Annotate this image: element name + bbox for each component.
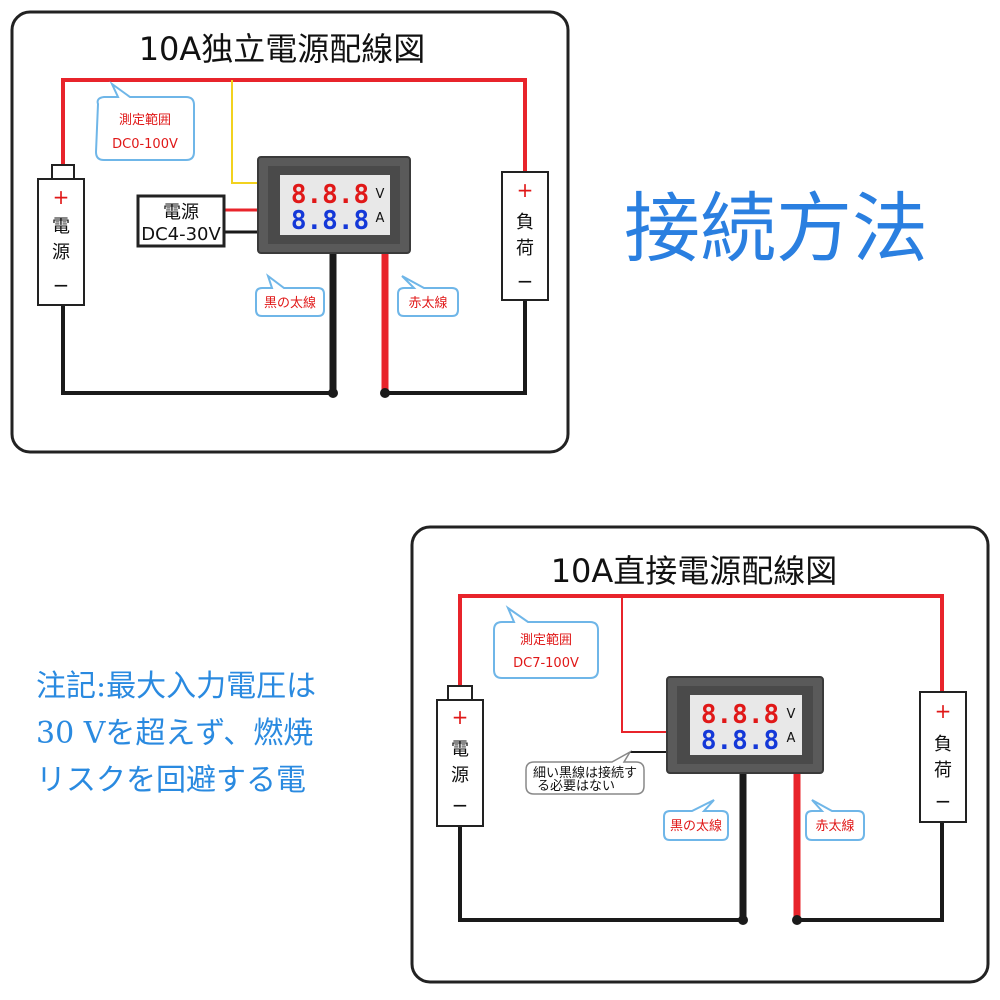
plus-sign: + (517, 178, 534, 202)
range-value: DC0-100V (112, 137, 178, 152)
source-label-1: 電 (451, 739, 469, 760)
load-label-1: 負 (516, 212, 534, 233)
red-wire-bubble: 赤太線 (397, 275, 459, 317)
panel-direct-power: 10A直接電源配線図 + 電 源 − + 負 荷 − (410, 525, 990, 984)
meter-unit-v: V (376, 187, 385, 202)
plus-sign: + (935, 699, 952, 723)
red-wire-label: 赤太線 (815, 818, 854, 834)
caution-note: 注記:最大入力電圧は 30 Vを超えず、燃焼 リスクを回避する電 (36, 669, 316, 798)
panel-independent-power: 10A独立電源配線図 + 電 源 − + 負 荷 − (10, 10, 570, 454)
red-wire-bubble: 赤太線 (805, 799, 865, 841)
minus-sign: − (517, 269, 534, 293)
note-line-2: 30 Vを超えず、燃焼 (36, 716, 313, 751)
range-bubble: 測定範囲 DC7-100V (493, 605, 599, 679)
meter-unit-a: A (787, 731, 796, 746)
black-wire-bubble: 黒の太線 (255, 273, 325, 317)
range-label: 測定範囲 (520, 633, 572, 648)
load-box: + 負 荷 − (501, 171, 549, 301)
power-box-value: DC4-30V (141, 224, 221, 245)
meter-current-display: 8.8.8 (291, 206, 369, 236)
thin-wire-note-line-2: る必要はない (537, 779, 615, 794)
load-label-2: 荷 (516, 238, 534, 259)
load-box: + 負 荷 − (919, 691, 967, 823)
load-label-1: 負 (934, 734, 952, 755)
minus-sign: − (935, 789, 952, 813)
plus-sign: + (53, 185, 70, 209)
main-title: 接続方法 (624, 184, 928, 273)
note-line-1: 注記:最大入力電圧は (36, 669, 316, 704)
meter-unit-v: V (787, 707, 796, 722)
meter-voltage-display: 8.8.8 (291, 180, 369, 210)
source-label-1: 電 (52, 216, 70, 237)
note-line-3: リスクを回避する電 (36, 763, 306, 798)
black-wire-bubble: 黒の太線 (663, 799, 729, 841)
power-box-title: 電源 (163, 202, 199, 223)
thin-wire-note-line-1: 細い黒線は接続す (533, 765, 637, 781)
panel2-title: 10A直接電源配線図 (551, 552, 838, 590)
minus-sign: − (53, 273, 70, 297)
thin-wire-note-bubble: 細い黒線は接続す る必要はない (525, 749, 645, 795)
range-bubble: 測定範囲 DC0-100V (94, 80, 195, 161)
meter-unit-a: A (376, 211, 385, 226)
source-label-2: 源 (451, 765, 469, 786)
volt-amp-meter: 8.8.8 8.8.8 V A (666, 676, 824, 774)
meter-current-display: 8.8.8 (701, 726, 779, 756)
volt-amp-meter: 8.8.8 8.8.8 V A (257, 156, 411, 254)
power-source-battery: + 電 源 − (37, 164, 85, 306)
load-label-2: 荷 (934, 760, 952, 781)
source-label-2: 源 (52, 242, 70, 263)
black-wire-label: 黒の太線 (264, 295, 316, 311)
panel1-title: 10A独立電源配線図 (139, 30, 426, 68)
plus-sign: + (452, 705, 469, 729)
meter-voltage-display: 8.8.8 (701, 700, 779, 730)
range-label: 測定範囲 (119, 113, 171, 128)
range-value: DC7-100V (513, 656, 579, 671)
power-source-battery: + 電 源 − (436, 685, 484, 827)
red-wire-label: 赤太線 (408, 295, 447, 311)
aux-power-box: 電源 DC4-30V (136, 194, 226, 248)
black-wire-label: 黒の太線 (670, 818, 722, 834)
minus-sign: − (452, 793, 469, 817)
